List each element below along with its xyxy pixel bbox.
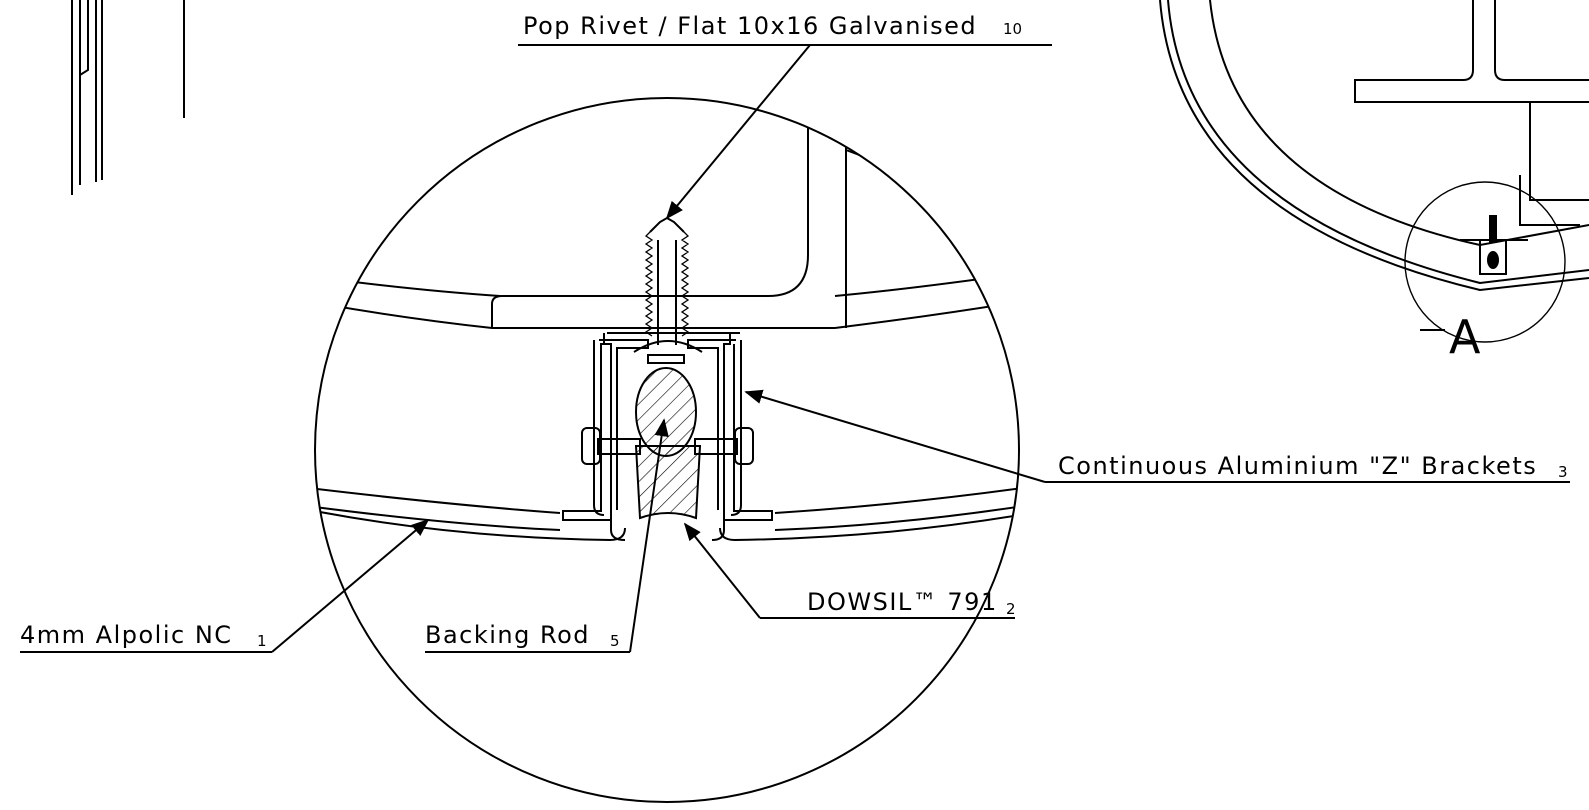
- callout-backing-rod: Backing Rod 5: [425, 418, 669, 653]
- detail-label: A: [1449, 310, 1481, 364]
- callout-brackets: Continuous Aluminium "Z" Brackets 3: [744, 389, 1570, 483]
- detail-a-marker-circle: [1404, 181, 1566, 343]
- svg-text:Backing Rod: Backing Rod: [425, 621, 590, 649]
- svg-text:2: 2: [1006, 600, 1016, 618]
- left-elevation-fragment: [71, 0, 185, 195]
- backing-rod: [635, 367, 697, 457]
- svg-text:4mm Alpolic NC: 4mm Alpolic NC: [20, 621, 233, 649]
- detail-circle: [314, 97, 1020, 803]
- svg-text:Continuous Aluminium "Z" Brack: Continuous Aluminium "Z" Brackets: [1058, 452, 1537, 480]
- threaded-rivet: [644, 216, 690, 345]
- callout-pop-rivet: Pop Rivet / Flat 10x16 Galvanised 10: [518, 12, 1052, 220]
- svg-text:DOWSIL™ 791: DOWSIL™ 791: [807, 588, 998, 616]
- svg-text:Pop Rivet / Flat 10x16 Galvani: Pop Rivet / Flat 10x16 Galvanised: [523, 12, 977, 40]
- z-bracket-left: [562, 332, 740, 521]
- z-bracket-right: [687, 333, 773, 521]
- svg-text:3: 3: [1558, 463, 1568, 481]
- callout-sealant: DOWSIL™ 791 2: [683, 522, 1016, 619]
- svg-text:10: 10: [1003, 20, 1022, 38]
- callout-alpolic: 4mm Alpolic NC 1: [20, 518, 430, 653]
- detail-inset: A: [1159, 0, 1589, 364]
- svg-text:5: 5: [610, 632, 620, 650]
- svg-text:1: 1: [257, 632, 267, 650]
